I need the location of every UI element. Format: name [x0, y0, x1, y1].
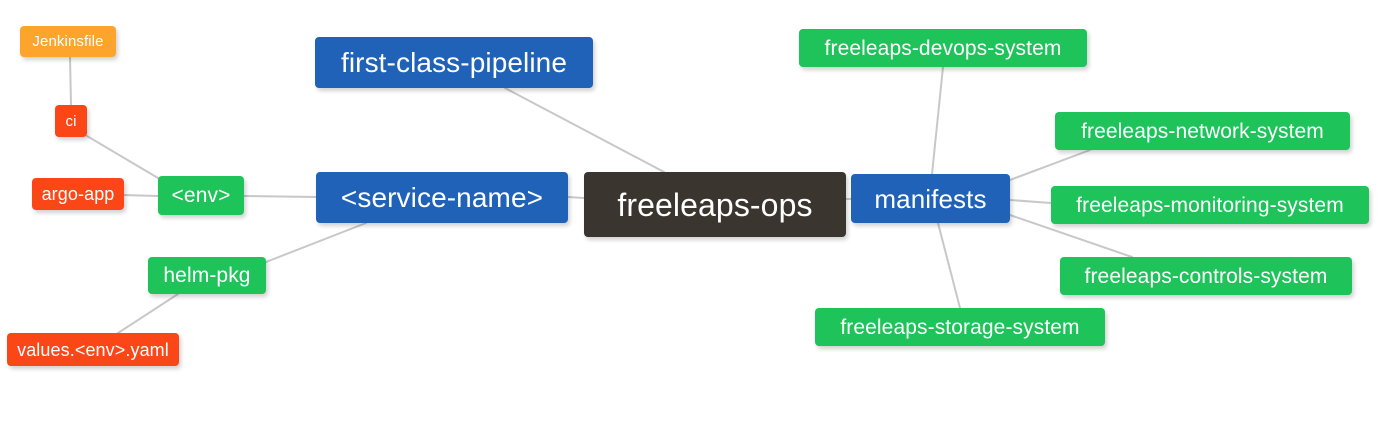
node-values-env-yaml[interactable]: values.<env>.yaml — [7, 333, 179, 366]
node-first-class-pipeline[interactable]: first-class-pipeline — [315, 37, 593, 88]
node-controls-system[interactable]: freeleaps-controls-system — [1060, 257, 1352, 295]
edge-manifests-to-devops-system — [931, 66, 944, 175]
node-helm-pkg[interactable]: helm-pkg — [148, 257, 266, 294]
node-manifests[interactable]: manifests — [851, 174, 1010, 223]
node-jenkinsfile[interactable]: Jenkinsfile — [20, 26, 116, 57]
edge-manifests-to-network-system — [1009, 149, 1091, 181]
edge-env-to-service-name — [243, 195, 317, 198]
node-storage-system[interactable]: freeleaps-storage-system — [815, 308, 1105, 346]
edge-service-name-to-freeleaps-ops — [567, 196, 585, 199]
edge-first-class-pipeline-to-freeleaps-ops — [504, 87, 665, 173]
edge-manifests-to-storage-system — [937, 222, 961, 309]
edge-service-name-to-helm-pkg — [265, 222, 367, 263]
node-ci[interactable]: ci — [55, 105, 87, 137]
edge-argo-app-to-env — [123, 194, 159, 197]
node-network-system[interactable]: freeleaps-network-system — [1055, 112, 1350, 150]
node-env[interactable]: <env> — [158, 176, 244, 215]
edge-helm-pkg-to-values-env-yaml — [117, 293, 179, 334]
edge-manifests-to-monitoring-system — [1009, 199, 1052, 204]
node-monitoring-system[interactable]: freeleaps-monitoring-system — [1051, 186, 1369, 224]
edge-jenkinsfile-to-ci — [69, 56, 72, 106]
node-argo-app[interactable]: argo-app — [32, 178, 124, 210]
node-devops-system[interactable]: freeleaps-devops-system — [799, 29, 1087, 67]
node-freeleaps-ops[interactable]: freeleaps-ops — [584, 172, 846, 237]
node-service-name[interactable]: <service-name> — [316, 172, 568, 223]
edge-manifests-to-controls-system — [1009, 214, 1133, 258]
edge-ci-to-env — [86, 135, 159, 179]
